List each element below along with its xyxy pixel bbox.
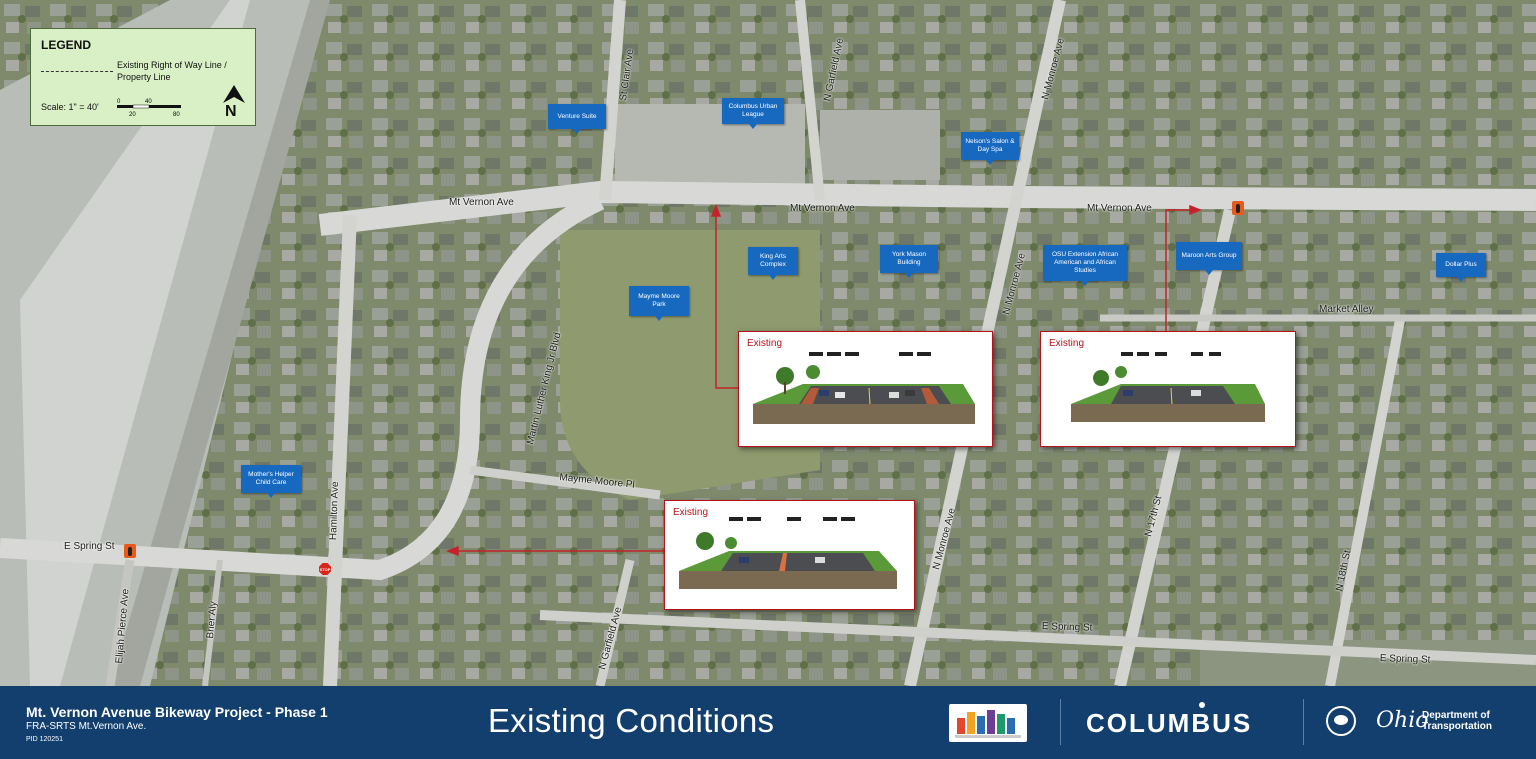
odot-label: Department of Transportation <box>1422 710 1492 732</box>
project-subtitle: FRA-SRTS Mt.Vernon Ave. <box>26 721 147 732</box>
callout-title: Existing <box>673 507 709 518</box>
ohio-logo: Ohio <box>1376 708 1429 733</box>
aerial-map: Mt Vernon Ave Mt Vernon Ave Mt Vernon Av… <box>0 0 1536 686</box>
street-market-alley: Market Alley <box>1319 304 1374 315</box>
columbus-logo: COLUMBUS <box>1086 708 1253 738</box>
scale-tick-40: 40 <box>145 99 152 105</box>
label-osu-extension: OSU Extension African American and Afric… <box>1043 245 1127 286</box>
street-mt-vernon-2: Mt Vernon Ave <box>790 203 855 214</box>
scale-tick-80: 80 <box>173 112 180 118</box>
divider <box>1060 699 1061 745</box>
label-columbus-urban-league: Columbus Urban League <box>722 98 784 129</box>
callout-existing-3: Existing <box>664 500 915 610</box>
label-mothers-helper: Mother's Helper Child Care <box>241 465 301 498</box>
odot-seal-icon <box>1326 706 1356 736</box>
scale-tick-0: 0 <box>117 99 121 105</box>
stop-sign-icon: STOP <box>319 563 331 575</box>
street-e-spring-mid: E Spring St <box>1041 621 1093 634</box>
label-dollar-plus: Dollar Plus <box>1436 253 1486 282</box>
street-mt-vernon-3: Mt Vernon Ave <box>1087 203 1152 214</box>
street-hamilton: Hamilton Ave <box>328 481 342 541</box>
callout-existing-1: Existing <box>738 331 993 447</box>
scale-tick-20: 20 <box>129 112 136 118</box>
street-cross-section-graphic <box>753 352 975 424</box>
label-mayme-moore-park: Mayme Moore Park <box>629 286 689 321</box>
street-cross-section-graphic <box>679 517 897 589</box>
odot-line-2: Transportation <box>1422 721 1493 732</box>
street-mt-vernon-1: Mt Vernon Ave <box>449 197 514 208</box>
label-maroon-arts: Maroon Arts Group <box>1176 242 1242 275</box>
callout-existing-2: Existing <box>1040 331 1296 447</box>
project-title: Mt. Vernon Avenue Bikeway Project - Phas… <box>26 704 328 720</box>
street-cross-section-graphic <box>1071 352 1265 422</box>
skyline-logo-icon <box>955 710 1021 738</box>
legend-row-label: Existing Right of Way Line / Property Li… <box>117 60 227 82</box>
north-arrow-icon <box>223 85 245 103</box>
project-pid: PID 120251 <box>26 736 63 743</box>
label-nelsons-salon: Nelson's Salon & Day Spa <box>961 132 1019 165</box>
label-venture-suite: Venture Suite <box>548 104 606 134</box>
legend-scale-label: Scale: 1" = 40' <box>41 102 99 112</box>
odot-line-1: Department of <box>1422 710 1490 721</box>
callout-title: Existing <box>747 338 783 349</box>
label-york-mason: York Mason Building <box>880 245 938 278</box>
legend-title: LEGEND <box>41 38 92 52</box>
map-legend: LEGEND Existing Right of Way Line / Prop… <box>30 28 256 126</box>
callout-title: Existing <box>1049 338 1085 349</box>
legend-line-sample <box>41 71 113 72</box>
traffic-signal-icon <box>124 544 136 558</box>
north-label: N <box>225 103 237 120</box>
footer-banner: Mt. Vernon Avenue Bikeway Project - Phas… <box>0 686 1536 759</box>
label-king-arts: King Arts Complex <box>748 247 798 280</box>
city-skyline-logo <box>949 704 1027 742</box>
columbus-logo-dot <box>1199 702 1205 708</box>
scale-bar: 0 40 20 80 <box>117 99 181 118</box>
street-e-spring-right: E Spring St <box>1379 653 1431 666</box>
street-e-spring-left: E Spring St <box>64 541 115 552</box>
traffic-signal-icon <box>1232 201 1244 215</box>
divider <box>1303 699 1304 745</box>
page-heading: Existing Conditions <box>488 702 775 739</box>
